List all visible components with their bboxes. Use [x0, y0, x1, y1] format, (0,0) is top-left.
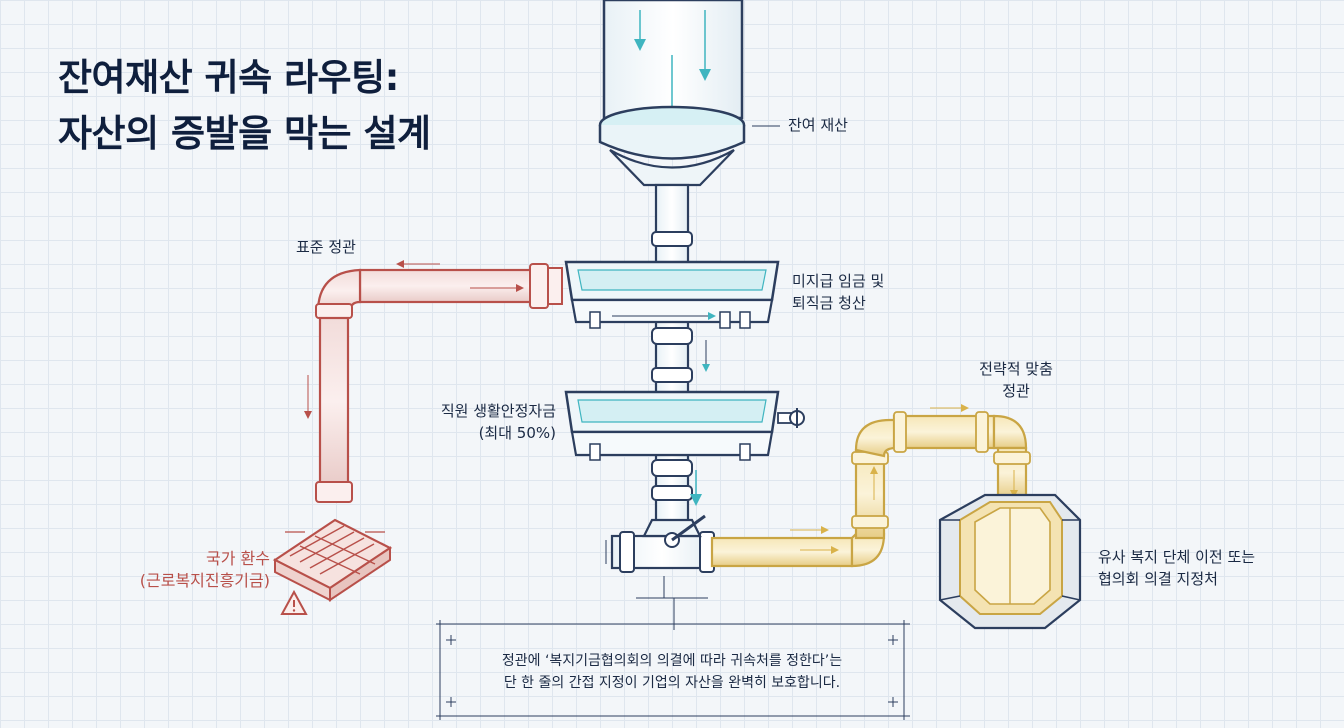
tray-unpaid-wages [564, 260, 780, 329]
gold-pipe-strategic [710, 404, 1031, 568]
label-national-line-2: (근로복지진흥기금) [139, 571, 270, 590]
warning-icon [280, 589, 308, 615]
main-pipe [651, 183, 710, 527]
label-stability-line-1: 직원 생활안정자금 [440, 402, 556, 420]
label-similar-line-2: 협의회 의결 지정처 [1098, 570, 1218, 588]
label-national-line-1: 국가 환수 [206, 549, 270, 568]
red-pipe-standard [304, 260, 563, 503]
label-stability: 직원 생활안정자금 (최대 50%) [412, 400, 556, 444]
label-national: 국가 환수 (근로복지진흥기금) [110, 548, 270, 592]
label-strategic-line-2: 정관 [1002, 382, 1030, 400]
box-icon [938, 493, 1082, 630]
label-residual: 잔여 재산 [788, 116, 848, 134]
label-standard: 표준 정관 [296, 238, 356, 256]
title-line-2: 자산의 증발을 막는 설계 [58, 112, 431, 155]
page-title: 잔여재산 귀속 라우팅: 자산의 증발을 막는 설계 [58, 50, 431, 162]
label-unpaid: 미지급 임금 및 퇴직금 청산 [792, 270, 884, 314]
note-line-2: 단 한 줄의 간접 지정이 기업의 자산을 완벽히 보호합니다. [503, 675, 841, 691]
label-similar: 유사 복지 단체 이전 또는 협의회 의결 지정처 [1098, 546, 1255, 590]
tray-stability-fund [564, 390, 805, 461]
note-box: 정관에 ‘복지기금협의회의 의결에 따라 귀속처를 정한다’는 단 한 줄의 간… [440, 634, 904, 720]
note-frame [436, 620, 910, 720]
label-unpaid-line-1: 미지급 임금 및 [792, 272, 885, 290]
title-line-1: 잔여재산 귀속 라우팅: [58, 56, 399, 99]
label-strategic-line-1: 전략적 맞춤 [979, 360, 1053, 378]
note-line-1: 정관에 ‘복지기금협의회의 의결에 따라 귀속처를 정한다’는 [501, 653, 843, 669]
valve-icon [605, 514, 715, 630]
label-unpaid-line-2: 퇴직금 청산 [792, 294, 866, 312]
grate-icon [272, 518, 393, 602]
label-stability-line-2: (최대 50%) [478, 424, 556, 442]
label-similar-line-1: 유사 복지 단체 이전 또는 [1098, 548, 1256, 566]
note-text: 정관에 ‘복지기금협의회의 의결에 따라 귀속처를 정한다’는 단 한 줄의 간… [440, 650, 904, 694]
side-valve-icon [777, 408, 805, 428]
label-strategic: 전략적 맞춤 정관 [956, 358, 1076, 402]
funnel-hopper [598, 0, 780, 187]
